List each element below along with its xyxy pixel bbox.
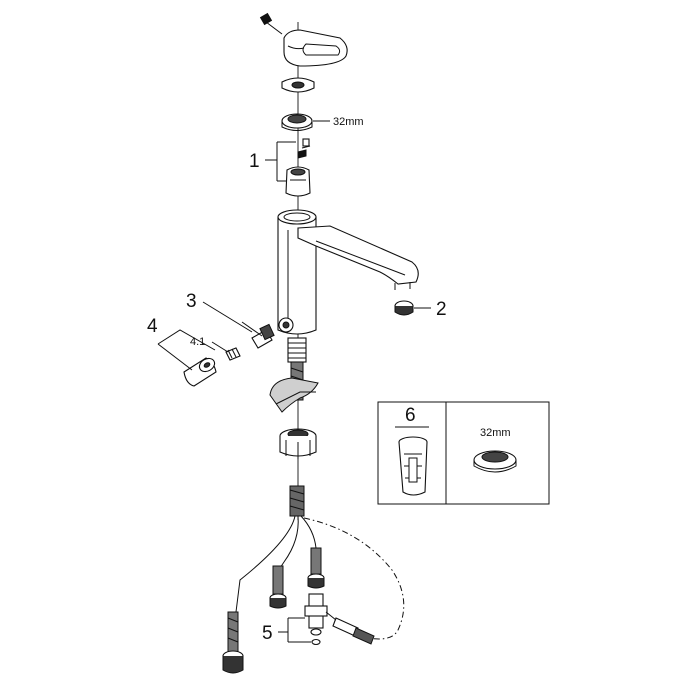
callout-5: 5	[262, 623, 273, 644]
cartridge	[285, 138, 311, 197]
nut-32mm-top	[281, 113, 330, 131]
check-valve	[241, 321, 275, 349]
spring	[225, 347, 241, 361]
hose-fitting-left	[222, 611, 244, 674]
supply-hoses	[235, 485, 405, 640]
callout-3: 3	[186, 291, 197, 312]
spare-nut-32mm	[473, 450, 517, 473]
mounting-plate	[269, 377, 319, 413]
hose-fitting-right	[307, 547, 325, 589]
aerator	[394, 300, 431, 316]
spare-cartridge	[398, 436, 428, 496]
callout-2: 2	[436, 299, 447, 320]
size-label-box: 32mm	[480, 427, 511, 439]
callout-3-leader	[202, 301, 253, 333]
callout-1-bracket	[265, 141, 296, 182]
callout-4-1: 4.1	[190, 336, 205, 348]
cap-ring	[281, 77, 315, 93]
callout-4-bracket	[157, 329, 216, 371]
cover-cap	[183, 357, 217, 387]
faucet-body	[277, 209, 317, 335]
lever-handle	[283, 29, 348, 67]
callout-4-1-leader	[211, 341, 229, 353]
top-screw	[259, 12, 283, 35]
t-connector	[304, 593, 375, 646]
size-label-top: 32mm	[333, 116, 364, 128]
spout	[297, 225, 419, 290]
callout-4: 4	[147, 316, 158, 337]
callout-1: 1	[249, 151, 260, 172]
mounting-nut	[279, 428, 317, 459]
callout-6: 6	[405, 405, 416, 426]
callout-5-bracket	[278, 617, 311, 643]
hose-fitting-mid	[269, 565, 287, 609]
